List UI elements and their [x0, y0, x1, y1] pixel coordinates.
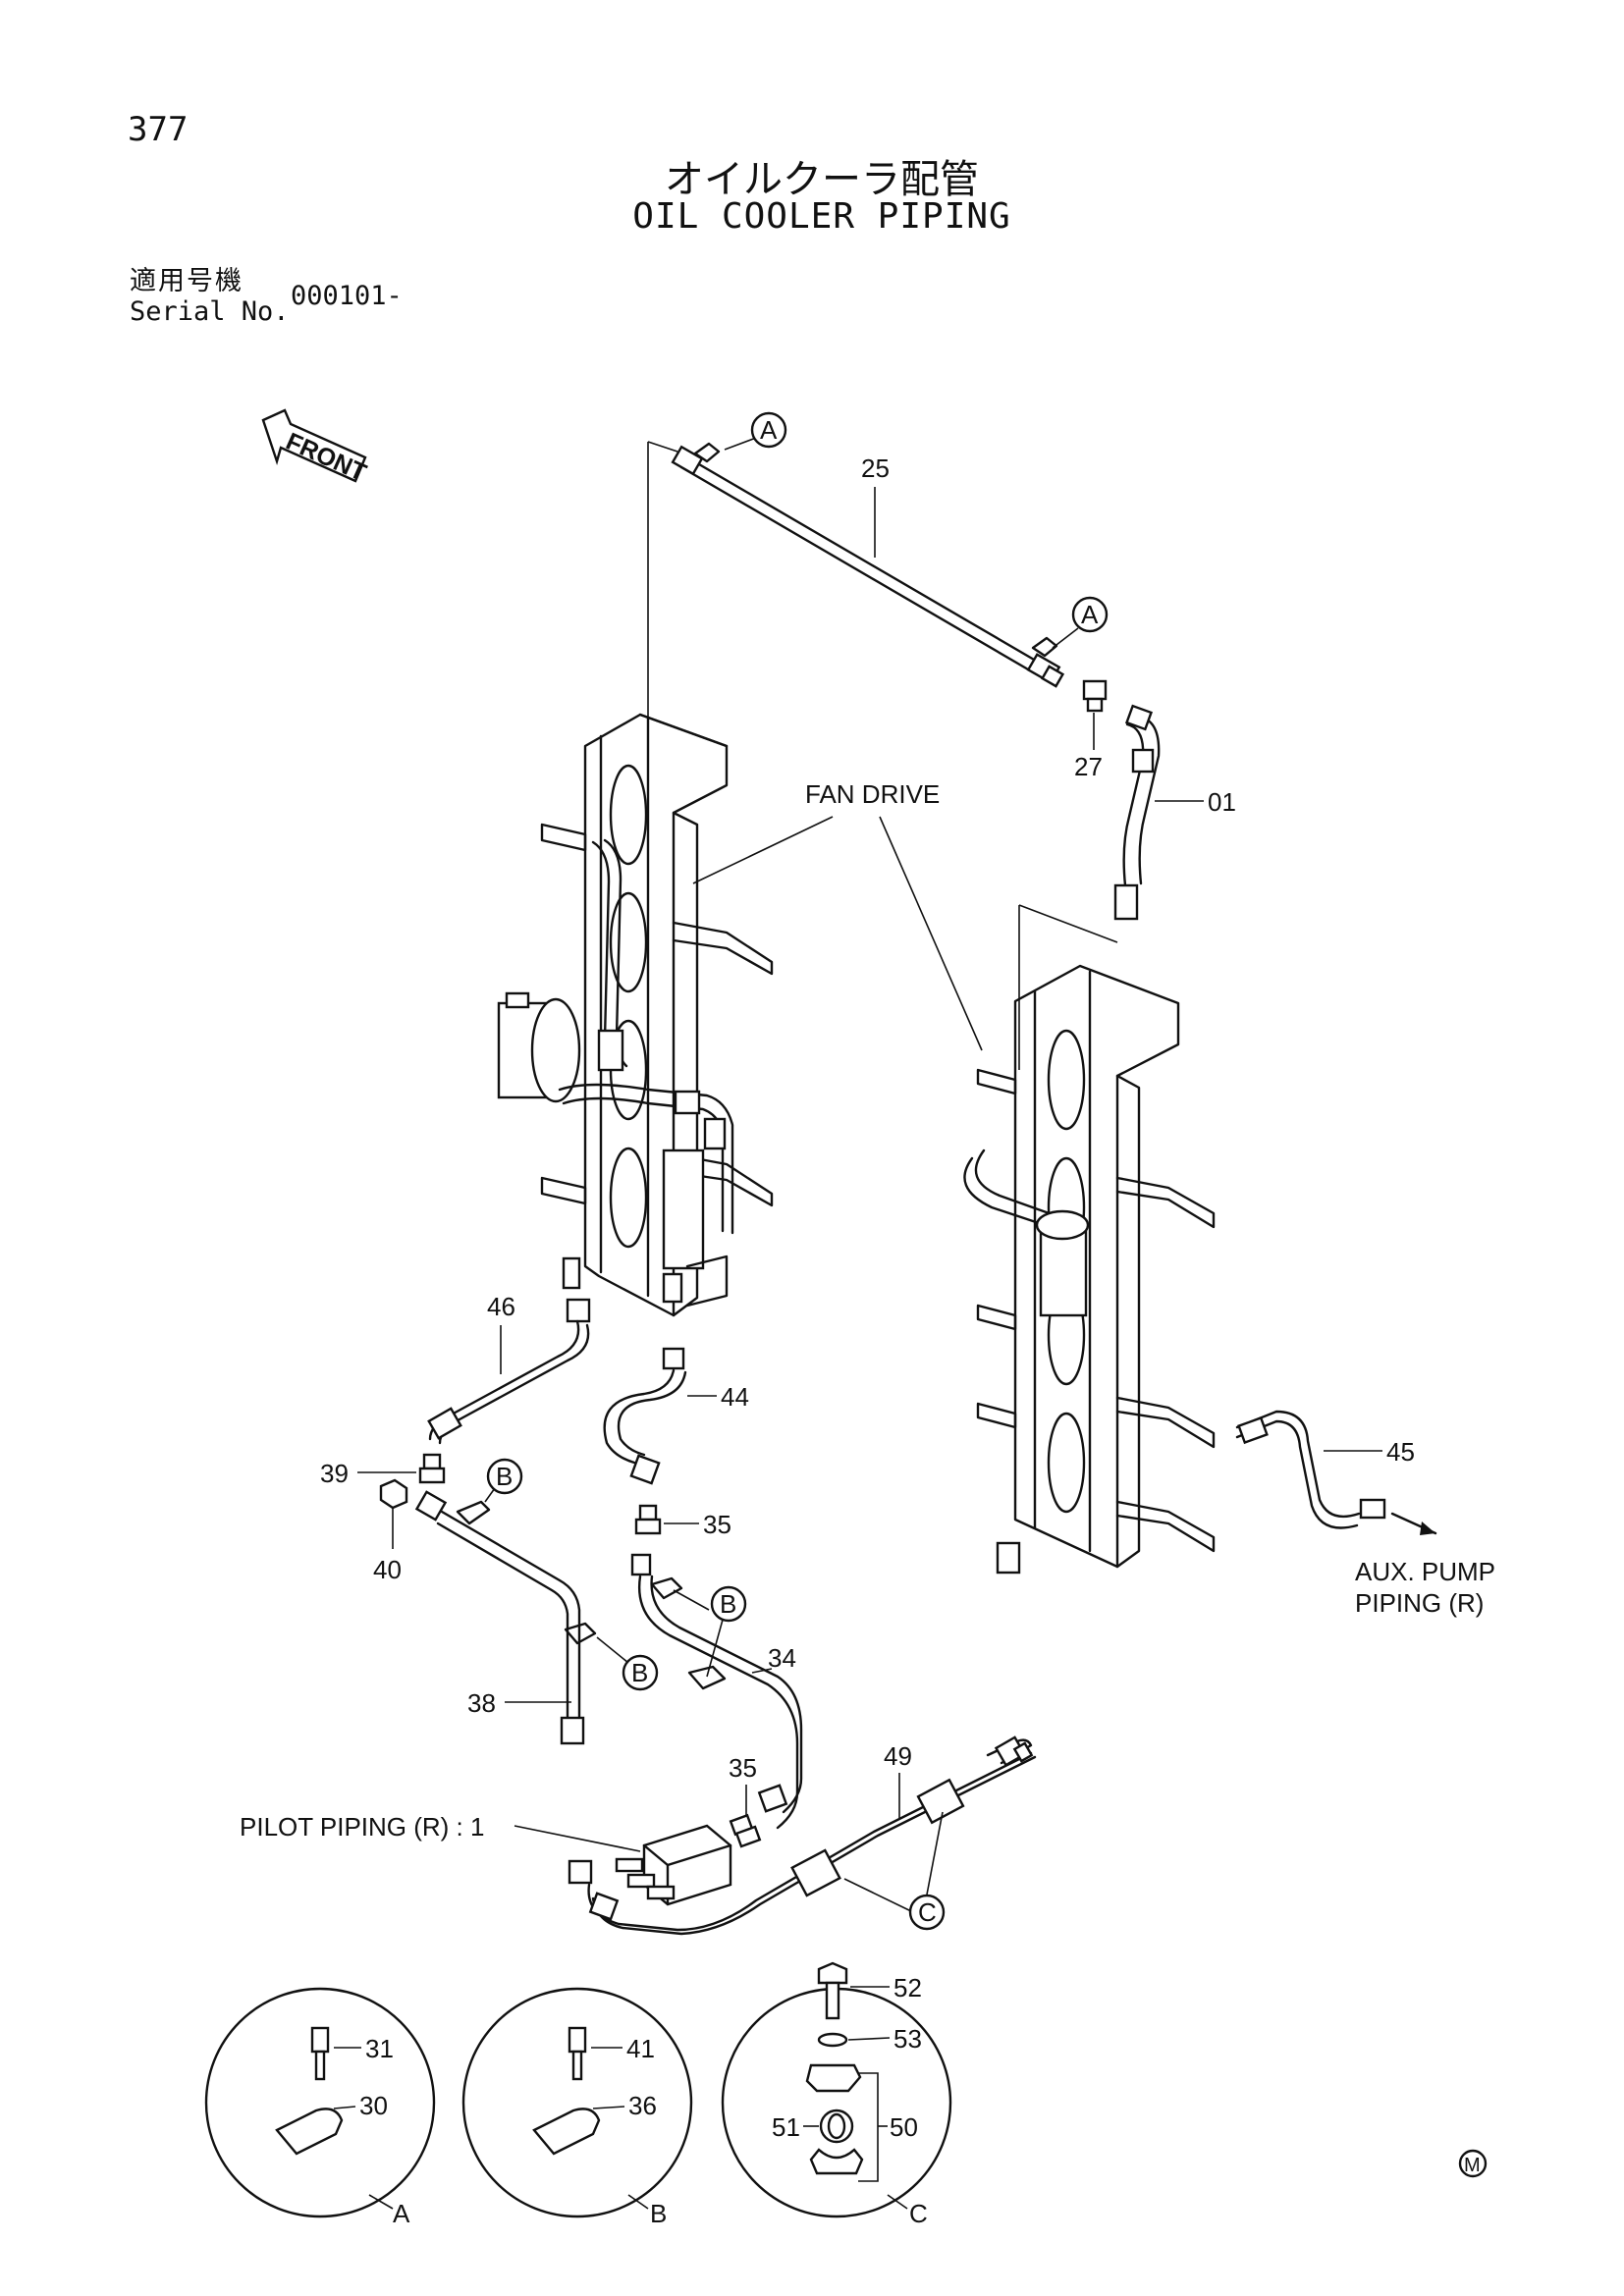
part-label-49: 49 [884, 1741, 912, 1771]
part-label-38: 38 [467, 1688, 496, 1718]
serial-label-japanese: 適用号機 [130, 266, 244, 296]
part-label-50: 50 [890, 2112, 918, 2142]
callout-b-mid: B [673, 1585, 747, 1678]
oil-cooler-right [963, 964, 1216, 1575]
part-label-51: 51 [772, 2112, 800, 2142]
part-label-44: 44 [721, 1382, 749, 1412]
part-label-39: 39 [320, 1459, 349, 1488]
pipe-34: 34 [630, 1553, 803, 1830]
title-japanese: オイルクーラ配管 [665, 157, 979, 202]
leader-line [647, 441, 678, 453]
serial-value: 000101- [291, 281, 403, 311]
part-label-53: 53 [893, 2024, 922, 2054]
clamp-b [456, 1500, 491, 1525]
clamp-b [687, 1665, 727, 1690]
footer-mark-icon: M [1458, 2149, 1488, 2178]
callout-b-lower: B [596, 1636, 659, 1691]
oil-cooler-left [497, 713, 774, 1317]
part-label-45: 45 [1386, 1437, 1415, 1467]
bolt-icon [568, 2026, 587, 2054]
title-english: OIL COOLER PIPING [632, 196, 1011, 237]
part-label-41: 41 [626, 2034, 655, 2063]
clamp-c [790, 1778, 965, 1897]
detail-view-a-label: A [393, 2199, 410, 2228]
part-label-40: 40 [373, 1555, 402, 1584]
fitting-39: 39 [320, 1453, 446, 1488]
clamp-icon [275, 2108, 344, 2156]
aux-pump-label-line1: AUX. PUMP [1355, 1557, 1495, 1586]
leader-line [879, 816, 983, 1051]
fan-drive-label: FAN DRIVE [805, 779, 940, 809]
pipe-44: 44 [603, 1347, 749, 1485]
clamp-b [650, 1576, 683, 1600]
clamp-b [564, 1622, 597, 1645]
clamp-half-icon [805, 2063, 862, 2093]
callout-a-right: A [1052, 596, 1109, 649]
callout-label: B [720, 1589, 736, 1619]
leader-line [1018, 904, 1118, 943]
callout-a-top: A [724, 411, 787, 451]
callout-label: A [1081, 600, 1099, 629]
fitting-35-lower: 35 [729, 1753, 762, 1848]
detail-view-b-label: B [650, 2199, 667, 2228]
part-label-25: 25 [861, 454, 890, 483]
callout-label: C [918, 1897, 937, 1927]
part-label-35-lower: 35 [729, 1753, 757, 1783]
part-label-52: 52 [893, 1973, 922, 2002]
pilot-piping-label: PILOT PIPING (R) : 1 [240, 1812, 484, 1842]
callout-label: A [760, 415, 778, 445]
aux-pump-label-line2: PIPING (R) [1355, 1588, 1484, 1618]
washer-icon [817, 2032, 848, 2048]
part-label-36: 36 [628, 2091, 657, 2120]
part-label-35-upper: 35 [703, 1510, 731, 1539]
pipe-45: 45 AUX. PUMP PIPING (R) [1235, 1410, 1495, 1618]
pipe-38: 38 [414, 1490, 585, 1745]
pipe-49: 49 [568, 1735, 1037, 1936]
detail-view-b: 41 36 B [461, 1987, 693, 2228]
clamp-icon [532, 2108, 601, 2156]
part-label-30: 30 [359, 2091, 388, 2120]
front-arrow-icon: FRONT [261, 408, 370, 487]
pipe-46: 46 [427, 1292, 591, 1445]
part-label-46: 46 [487, 1292, 515, 1321]
serial-label-english: Serial No. [130, 296, 290, 327]
pilot-valve-block: PILOT PIPING (R) : 1 [240, 1812, 732, 1906]
front-arrow-label: FRONT [282, 427, 370, 487]
part-label-34: 34 [768, 1643, 796, 1673]
clamp-half-icon [809, 2148, 864, 2175]
page-number: 377 [128, 110, 189, 149]
detail-view-c: 52 53 51 50 C [721, 1961, 952, 2228]
fitting-27: 27 [1074, 679, 1108, 781]
svg-text:M: M [1464, 2155, 1481, 2176]
callout-b-upper: B [484, 1458, 523, 1503]
part-label-27: 27 [1074, 752, 1103, 781]
bolt-icon [817, 1961, 848, 1985]
callout-label: B [496, 1462, 513, 1491]
detail-view-c-label: C [909, 2199, 928, 2228]
part-label-31: 31 [365, 2034, 394, 2063]
fitting-35-upper: 35 [634, 1504, 731, 1539]
leader-line [692, 816, 834, 884]
pipe-25 [671, 442, 1065, 688]
grommet-icon [819, 2109, 854, 2144]
detail-view-a: 31 30 A [204, 1987, 436, 2228]
bolt-icon [310, 2026, 330, 2054]
fitting-40: 40 [373, 1478, 408, 1584]
pipe-01: 01 [1113, 704, 1236, 921]
callout-label: B [631, 1658, 648, 1687]
callout-c: C [843, 1811, 946, 1931]
part-label-01: 01 [1208, 787, 1236, 817]
